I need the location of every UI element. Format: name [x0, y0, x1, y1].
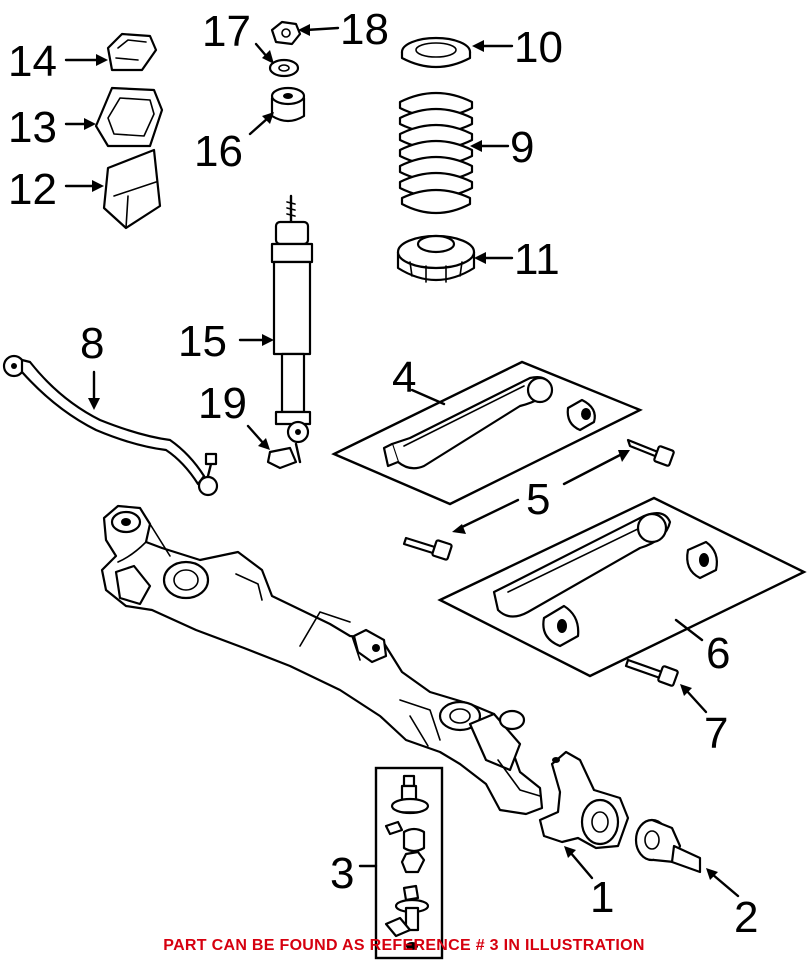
callout-7: 7: [704, 709, 728, 758]
callout-17: 17: [202, 7, 251, 56]
callout-1: 1: [590, 873, 614, 922]
part-19-bushing: [266, 446, 298, 470]
part-4-upper-control-arm: [331, 360, 643, 506]
part-13-pad: [94, 86, 164, 148]
callout-10: 10: [514, 23, 563, 72]
leader-arrows: [64, 24, 740, 898]
reference-note: PART CAN BE FOUND AS REFERENCE # 3 IN IL…: [163, 937, 644, 954]
callout-11: 11: [514, 235, 560, 284]
callout-14: 14: [8, 37, 57, 86]
callout-8: 8: [80, 319, 104, 368]
part-14-pad: [106, 32, 158, 72]
part-8-track-bar: [2, 354, 219, 497]
part-16-bushing: [270, 86, 306, 123]
callout-3: 3: [330, 849, 354, 898]
callout-13: 13: [8, 103, 57, 152]
callout-2: 2: [734, 893, 758, 942]
callout-5: 5: [526, 475, 550, 524]
callout-12: 12: [8, 165, 57, 214]
callout-labels: 14 13 12 17 18 16 10 9 11 15 8 19 4 5 6 …: [8, 5, 758, 942]
part-2-hub-bearing: [634, 818, 702, 874]
part-7-bolt: [624, 658, 679, 687]
part-3-ball-joint-kit: [374, 766, 444, 960]
part-1-steering-knuckle: [538, 750, 630, 850]
part-12-bracket: [102, 148, 162, 230]
part-15-shock-absorber: [270, 194, 314, 464]
front-axle-housing: [100, 504, 544, 816]
callout-9: 9: [510, 123, 534, 172]
part-10-spring-seat: [400, 36, 472, 68]
callout-19: 19: [198, 379, 247, 428]
callout-4: 4: [392, 353, 416, 402]
part-9-coil-spring: [398, 92, 474, 214]
part-6-lower-control-arm: [437, 496, 807, 678]
part-11-spring-isolator: [396, 234, 476, 283]
part-18-nut: [270, 20, 302, 46]
part-5-bolts: [402, 438, 675, 561]
callout-18: 18: [340, 5, 389, 54]
callout-6: 6: [706, 629, 730, 678]
callout-15: 15: [178, 317, 227, 366]
part-17-washer: [268, 58, 300, 78]
callout-16: 16: [194, 127, 243, 176]
